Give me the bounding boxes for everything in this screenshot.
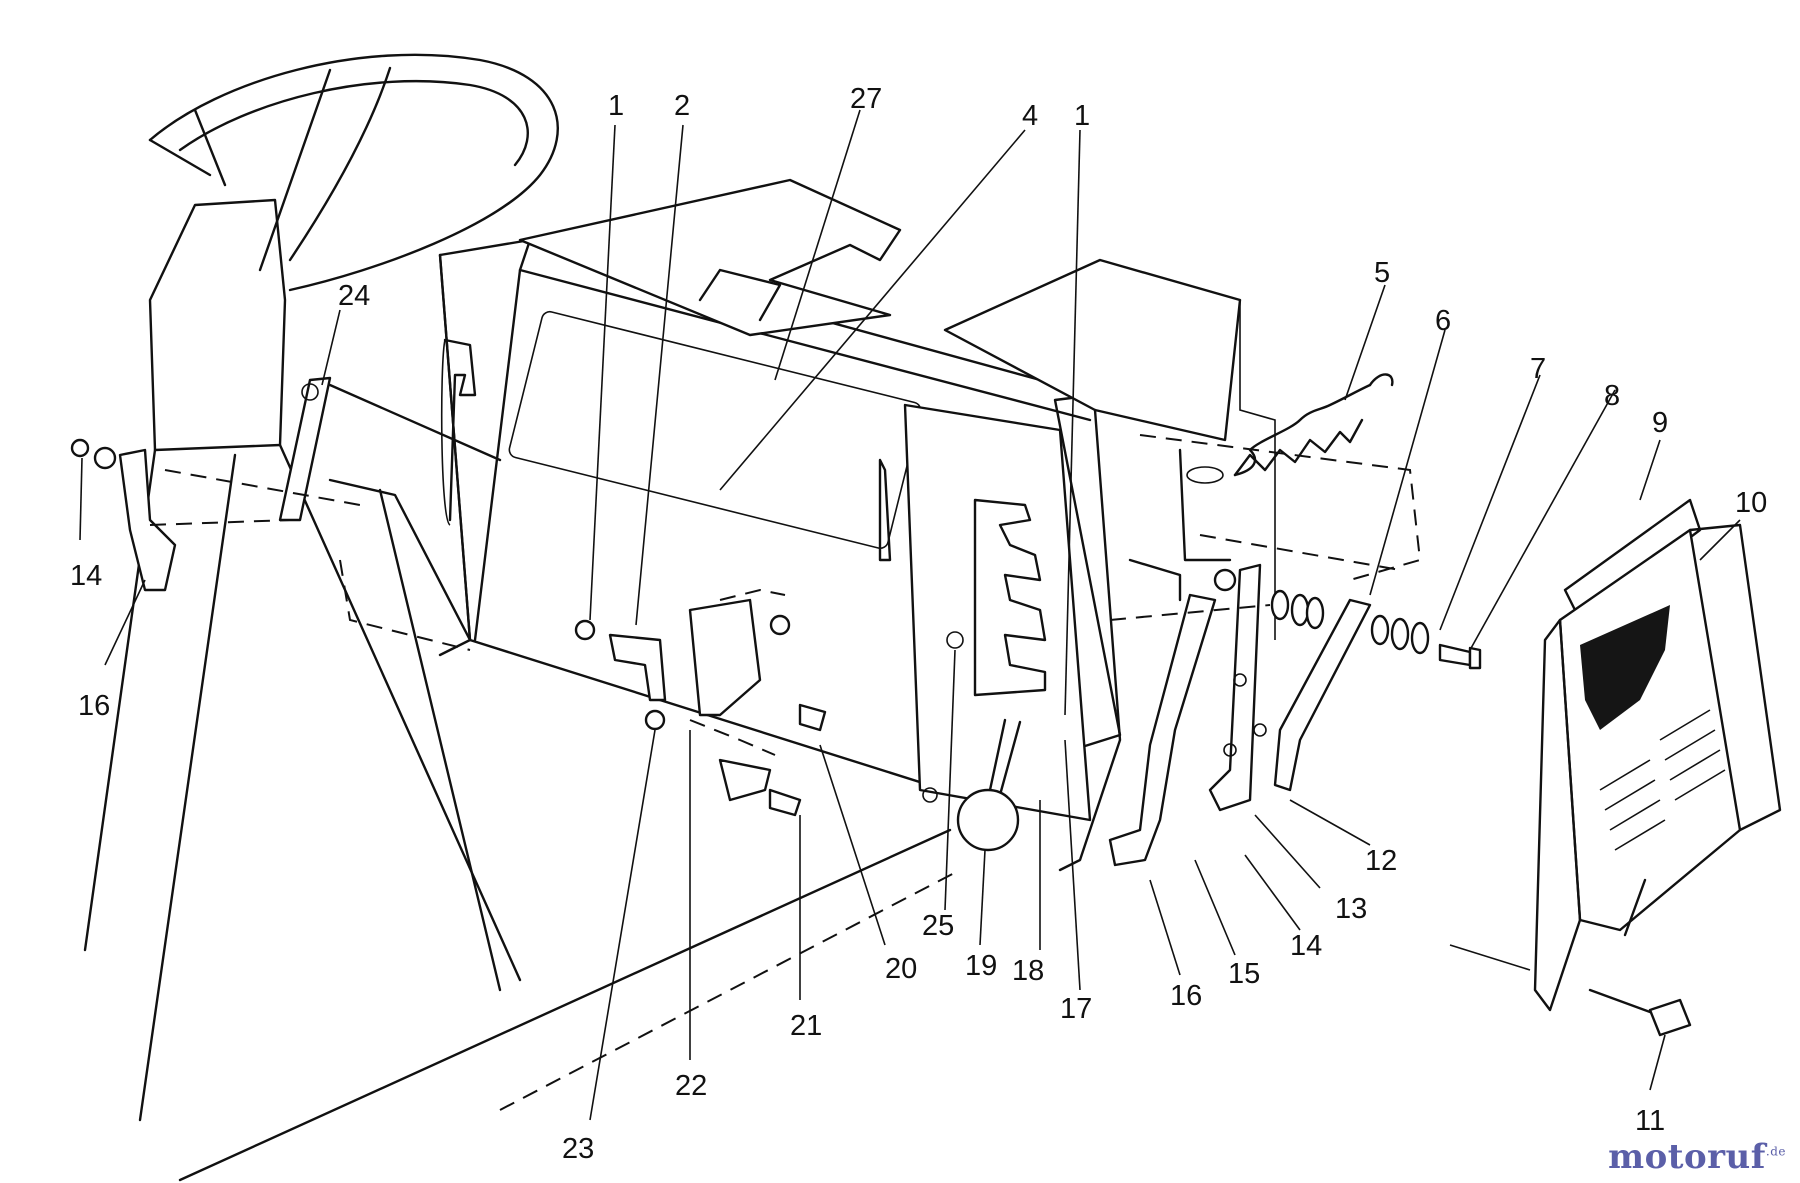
callout-2: 2	[674, 90, 690, 122]
vent-slots	[1599, 709, 1726, 851]
callout-22: 22	[675, 1070, 707, 1102]
callout-24: 24	[338, 280, 370, 312]
callout-5: 5	[1374, 257, 1390, 289]
callout-14a: 14	[70, 560, 102, 592]
callout-27: 27	[850, 83, 882, 115]
callout-19: 19	[965, 950, 997, 982]
steering-column	[83, 198, 522, 1122]
spring	[1186, 373, 1394, 484]
callout-9: 9	[1652, 407, 1668, 439]
watermark-tld: .de	[1765, 1144, 1786, 1159]
callout-21: 21	[790, 1010, 822, 1042]
callout-4: 4	[1022, 100, 1038, 132]
callout-17: 17	[1060, 993, 1092, 1025]
callout-18: 18	[1012, 955, 1044, 987]
callout-7: 7	[1530, 353, 1546, 385]
callout-1b: 1	[1074, 100, 1090, 132]
bracket-hardware	[574, 588, 827, 817]
callout-16b: 16	[1170, 980, 1202, 1012]
watermark-brand: motoruf	[1608, 1137, 1766, 1177]
shift-lever	[956, 718, 1022, 852]
watermark-logo: motoruf.de	[1608, 1137, 1786, 1177]
shift-gate-plate	[903, 403, 1092, 822]
leader-lines	[79, 109, 1741, 1121]
callout-11: 11	[1635, 1105, 1665, 1137]
callout-10: 10	[1735, 487, 1767, 519]
callout-8: 8	[1604, 380, 1620, 412]
callout-25: 25	[922, 910, 954, 942]
callout-20: 20	[885, 953, 917, 985]
callout-1a: 1	[608, 90, 624, 122]
callout-labels: 1 2 27 4 1 24 5 6 7 8 9 10 14 16 12 13 1…	[70, 83, 1767, 1165]
callout-23: 23	[562, 1133, 594, 1165]
callout-13: 13	[1335, 893, 1367, 925]
callout-15: 15	[1228, 958, 1260, 990]
lever-assembly	[1108, 563, 1372, 867]
callout-6: 6	[1435, 305, 1451, 337]
callout-12: 12	[1365, 845, 1397, 877]
left-bracket	[70, 376, 502, 592]
right-hood	[943, 258, 1422, 872]
lower-body	[178, 478, 961, 1182]
callout-16a: 16	[78, 690, 110, 722]
side-panel	[1533, 498, 1782, 1037]
steering-wheel	[148, 53, 559, 292]
washers-bolt	[1109, 589, 1482, 670]
top-tank	[518, 178, 902, 337]
callout-14b: 14	[1290, 930, 1322, 962]
